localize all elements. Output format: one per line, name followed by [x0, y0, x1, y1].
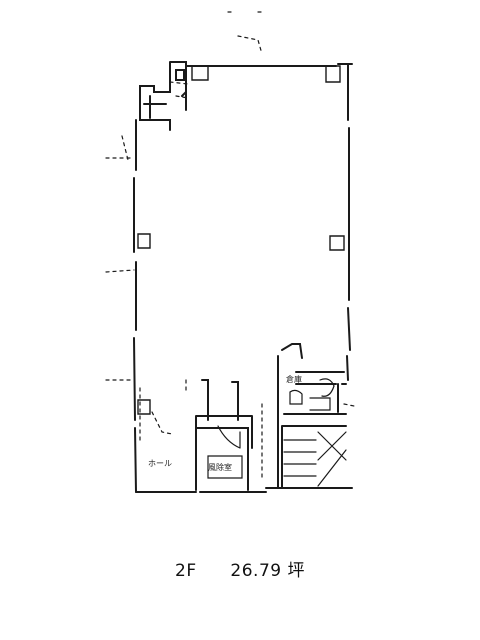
wall-left: [133, 119, 137, 493]
floor-plan-drawing: ホール 風除室 倉庫: [105, 11, 355, 493]
core-left: [195, 379, 253, 491]
core-lower: [207, 455, 243, 479]
wall-right: [346, 63, 351, 381]
core-door: [217, 425, 241, 449]
mid-left-column: [137, 233, 151, 249]
stair-treads: [283, 439, 317, 477]
service-core-outline: [277, 343, 347, 489]
hall-label: ホール: [148, 459, 172, 468]
floor-caption: 2F 26.79 坪: [0, 556, 480, 581]
lower-left-column: [137, 399, 151, 415]
top-right-column: [325, 65, 341, 83]
storage-label: 倉庫: [286, 374, 302, 384]
top-left-block: [139, 61, 187, 131]
stair-diagonal: [317, 431, 347, 487]
floor-label: 2F: [175, 561, 197, 581]
right-wall-segment: [337, 383, 347, 413]
wall-bottom: [135, 487, 353, 493]
mid-right-column: [329, 235, 345, 251]
exterior-dashes: [105, 11, 355, 481]
top-left-column: [191, 65, 209, 81]
area-label: 26.79 坪: [230, 561, 305, 581]
lounge-label: 風除室: [208, 462, 232, 472]
wall-top: [185, 63, 353, 67]
service-fixtures: [289, 378, 335, 411]
